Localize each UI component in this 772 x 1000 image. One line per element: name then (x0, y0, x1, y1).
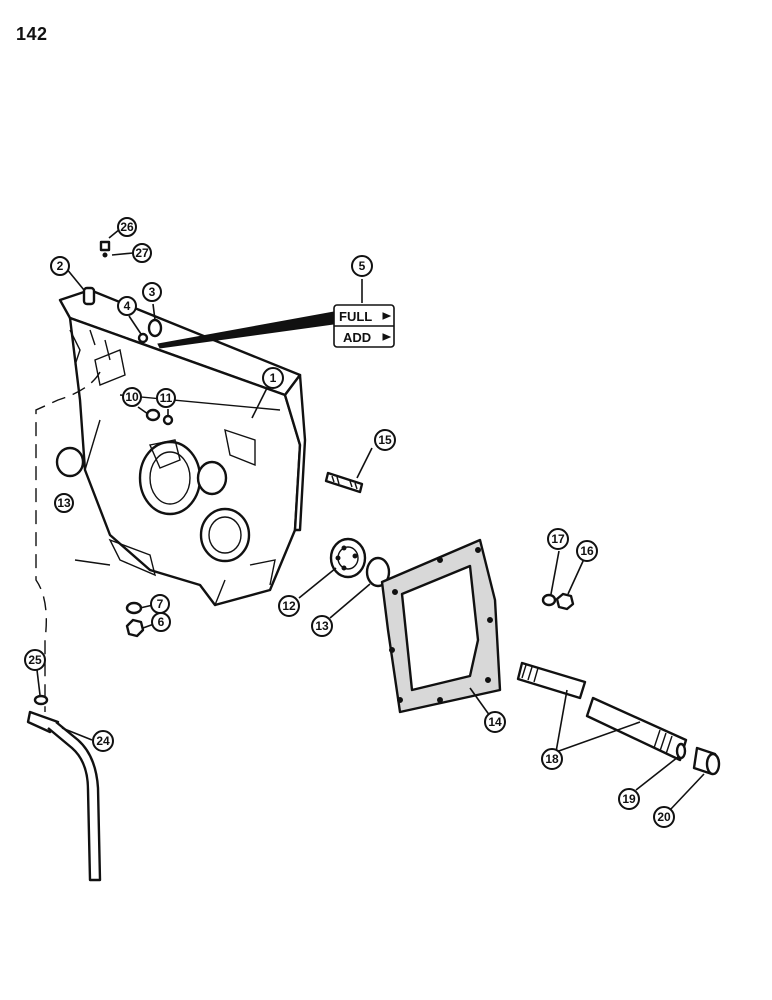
svg-text:27: 27 (135, 246, 149, 260)
callout-27: 27 (132, 243, 152, 263)
o-ring-part-19 (675, 742, 687, 760)
seal-part-11 (162, 414, 174, 426)
coupling-part-20 (692, 746, 721, 776)
svg-text:15: 15 (378, 433, 392, 447)
svg-text:13: 13 (57, 496, 71, 510)
fitting-part-3 (147, 318, 163, 338)
svg-text:12: 12 (282, 599, 296, 613)
pipe-part-24 (26, 710, 102, 882)
svg-text:18: 18 (545, 752, 559, 766)
washer-part-7 (125, 601, 143, 615)
lock-washer-part-17 (541, 593, 557, 607)
o-ring-part-25 (33, 694, 49, 706)
callout-7: 7 (150, 594, 170, 614)
gasket-part-14 (380, 538, 502, 714)
svg-text:26: 26 (120, 220, 134, 234)
svg-text:10: 10 (125, 390, 139, 404)
callout-14: 14 (484, 711, 506, 733)
page-number: 142 (16, 24, 48, 44)
callout-2: 2 (50, 256, 70, 276)
callout-5: 5 (351, 255, 373, 277)
snap-ring-part-13-left (55, 446, 85, 478)
callout-15: 15 (374, 429, 396, 451)
svg-text:7: 7 (157, 597, 164, 611)
callout-18: 18 (541, 748, 563, 770)
svg-text:16: 16 (580, 544, 594, 558)
transmission-housing (58, 288, 307, 607)
svg-text:20: 20 (657, 810, 671, 824)
decal-full-label: FULL (339, 309, 372, 324)
shaft-part-18-long (585, 696, 688, 762)
shaft-part-18-short (516, 661, 587, 700)
svg-text:3: 3 (149, 285, 156, 299)
callout-4: 4 (117, 296, 137, 316)
svg-text:17: 17 (551, 532, 565, 546)
svg-text:14: 14 (488, 715, 502, 729)
callout-6: 6 (151, 612, 171, 632)
callout-13-left: 13 (54, 493, 74, 513)
callout-20: 20 (653, 806, 675, 828)
level-decal: FULL ADD (333, 304, 395, 348)
svg-text:13: 13 (315, 619, 329, 633)
svg-text:25: 25 (28, 653, 42, 667)
o-ring-part-4 (137, 332, 149, 344)
dowel-pin-part (82, 286, 96, 306)
plug-part-10 (145, 408, 161, 422)
bearing-part-12 (329, 537, 367, 579)
nut-part-16 (555, 592, 575, 611)
svg-text:2: 2 (57, 259, 64, 273)
leader-lines (36, 228, 705, 811)
stud-part-15 (324, 471, 364, 494)
callout-25: 25 (24, 649, 46, 671)
callout-19: 19 (618, 788, 640, 810)
svg-text:5: 5 (359, 259, 366, 273)
nut-part-6 (125, 618, 145, 638)
callout-13-right: 13 (311, 615, 333, 637)
callout-11: 11 (156, 388, 176, 408)
snap-ring-part-13-right (365, 556, 391, 588)
callout-17: 17 (547, 528, 569, 550)
callout-10: 10 (122, 387, 142, 407)
screw-part-26 (99, 240, 111, 252)
callout-16: 16 (576, 540, 598, 562)
callout-26: 26 (117, 217, 137, 237)
decal-add-label: ADD (343, 330, 371, 345)
callout-12: 12 (278, 595, 300, 617)
washer-part-27 (102, 252, 108, 258)
svg-text:19: 19 (622, 792, 636, 806)
svg-text:11: 11 (160, 391, 173, 405)
svg-text:6: 6 (158, 615, 165, 629)
callout-24: 24 (92, 730, 114, 752)
svg-text:1: 1 (270, 371, 277, 385)
svg-text:4: 4 (124, 299, 131, 313)
dashed-tube-path (35, 371, 101, 712)
callout-1: 1 (262, 367, 284, 389)
svg-text:24: 24 (96, 734, 110, 748)
callout-3: 3 (142, 282, 162, 302)
